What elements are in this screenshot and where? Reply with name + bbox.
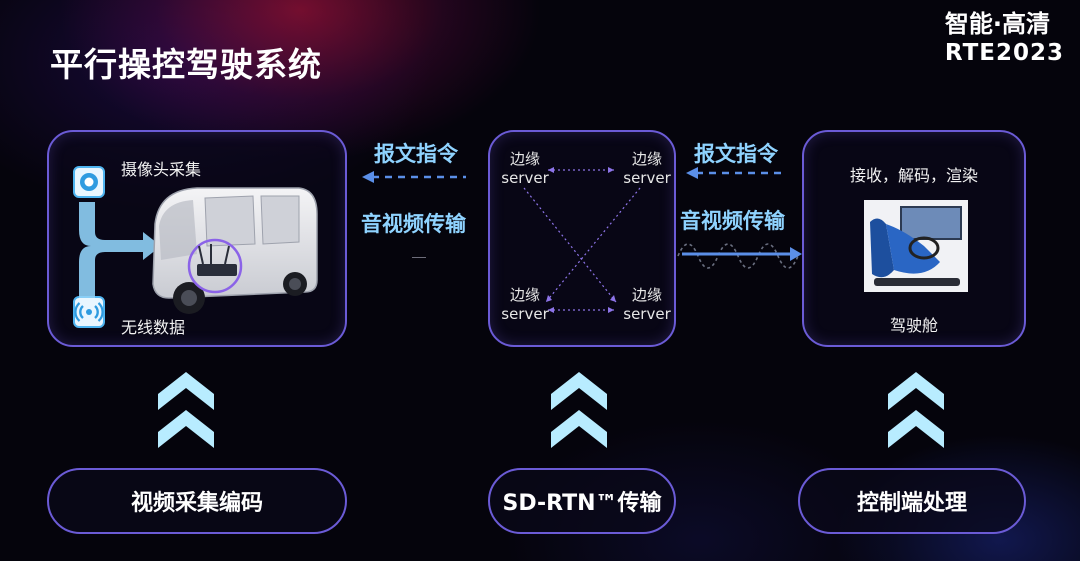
wireless-label: 无线数据 (121, 318, 186, 337)
edge-label-en: server (623, 305, 671, 323)
edge-label-en: server (501, 169, 549, 187)
brand-line-2: RTE2023 (944, 40, 1064, 66)
edge-server-top-right: 边缘 server (612, 150, 682, 188)
edge-label-en: server (501, 305, 549, 323)
left-media-label: 音视频传输 (361, 212, 466, 236)
right-command-arrow (686, 167, 784, 179)
edge-label-cn: 边缘 (631, 150, 662, 168)
brand-logo: 智能·高清 RTE2023 (945, 10, 1064, 68)
cockpit-header: 接收，解码，渲染 (849, 166, 978, 185)
vehicle-image (152, 187, 318, 314)
brand-line-1: 智能·高清 (944, 10, 1051, 38)
edge-server-bottom-left: 边缘 server (490, 286, 560, 324)
capture-card: 摄像头采集 无线数据 (47, 130, 347, 347)
cockpit-image (864, 200, 968, 292)
merge-arrow (79, 202, 161, 298)
right-media-label: 音视频传输 (680, 209, 785, 233)
cockpit-card: 接收，解码，渲染 驾驶舱 (802, 130, 1026, 347)
right-command-label: 报文指令 (694, 142, 778, 166)
right-media-arrow (677, 243, 802, 269)
edge-server-top-left: 边缘 server (490, 150, 560, 188)
page-title: 平行操控驾驶系统 (50, 45, 322, 84)
edge-label-cn: 边缘 (631, 286, 662, 304)
chevron-up-icon (158, 372, 214, 448)
left-media-dash (412, 257, 426, 258)
chevron-up-icon (551, 372, 607, 448)
camera-label: 摄像头采集 (121, 160, 202, 179)
edge-label-cn: 边缘 (509, 286, 540, 304)
edge-label-cn: 边缘 (509, 150, 540, 168)
edge-label-en: server (623, 169, 671, 187)
router-icon (197, 244, 237, 276)
cockpit-label: 驾驶舱 (889, 316, 938, 335)
edge-network-card: 边缘 server 边缘 server 边缘 server 边缘 server (488, 130, 676, 347)
edge-mesh-lines (523, 167, 641, 313)
edge-server-bottom-right: 边缘 server (612, 286, 682, 324)
chevron-up-icon (888, 372, 944, 448)
stage-control-processing: 控制端处理 (798, 468, 1026, 534)
stage-video-encoding: 视频采集编码 (47, 468, 347, 534)
left-command-label: 报文指令 (374, 142, 458, 166)
left-command-arrow (362, 171, 466, 183)
camera-icon (73, 166, 105, 198)
stage-sd-rtn-transport: SD-RTN™传输 (488, 468, 676, 534)
wireless-icon (73, 296, 105, 328)
